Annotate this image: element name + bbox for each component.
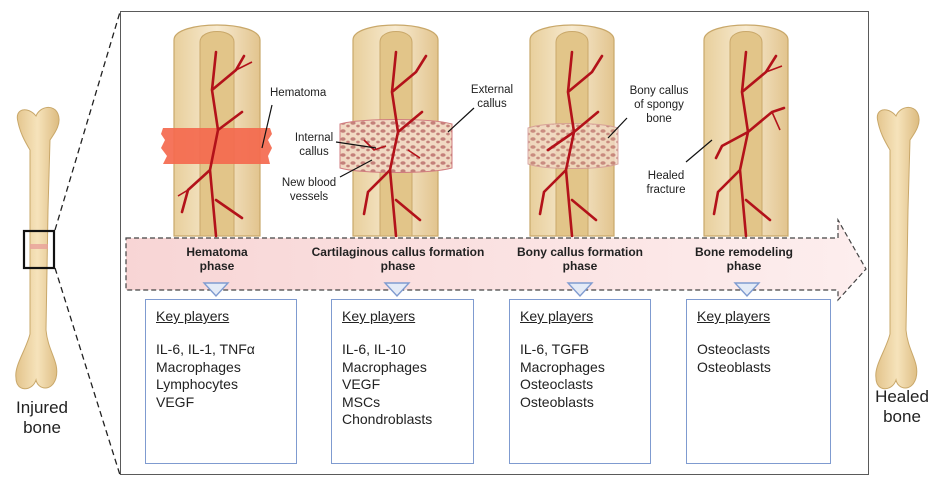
key-player-item: VEGF	[342, 376, 463, 394]
healed-bone-label: Healed bone	[874, 387, 930, 427]
injured-bone-label: Injured bone	[12, 398, 72, 438]
zoom-line-top	[55, 12, 120, 230]
external-callus-annotation: External callus	[463, 83, 521, 111]
hematoma-annotation: Hematoma	[270, 86, 340, 100]
key-players-heading: Key players	[156, 308, 286, 324]
phase-hematoma-label: Hematoma phase	[168, 245, 266, 273]
bone-section-bony-callus	[528, 25, 618, 236]
phase-bony-callus-label: Bony callus formation phase	[506, 245, 654, 273]
key-player-item: Lymphocytes	[156, 376, 286, 394]
bone-section-remodeling	[704, 25, 788, 236]
key-players-heading: Key players	[342, 308, 463, 324]
key-player-item: VEGF	[156, 394, 286, 412]
key-players-box-hematoma: Key players IL-6, IL-1, TNFα Macrophages…	[145, 299, 297, 464]
key-players-box-remodeling: Key players Osteoclasts Osteoblasts	[686, 299, 831, 464]
phase-remodeling-label: Bone remodeling phase	[680, 245, 808, 273]
key-player-item: MSCs	[342, 394, 463, 412]
bony-callus-spongy-annotation: Bony callus of spongy bone	[626, 84, 692, 126]
key-player-item: Osteoclasts	[697, 341, 820, 359]
key-player-item: Osteoblasts	[520, 394, 640, 412]
phase-cartilaginous-label: Cartilaginous callus formation phase	[298, 245, 498, 273]
key-player-item: Osteoclasts	[520, 376, 640, 394]
zoom-line-bottom	[55, 268, 120, 475]
bone-section-hematoma	[161, 25, 272, 236]
key-players-box-bony-callus: Key players IL-6, TGFB Macrophages Osteo…	[509, 299, 651, 464]
bone-section-cartilaginous	[340, 25, 452, 236]
key-player-item: Macrophages	[156, 359, 286, 377]
healed-fracture-annotation: Healed fracture	[640, 169, 692, 197]
healed-bone-image	[876, 107, 919, 388]
injured-bone-image	[16, 107, 59, 388]
key-players-heading: Key players	[697, 308, 820, 324]
key-players-box-cartilaginous: Key players IL-6, IL-10 Macrophages VEGF…	[331, 299, 474, 464]
key-player-item: IL-6, IL-1, TNFα	[156, 341, 286, 359]
key-player-item: IL-6, IL-10	[342, 341, 463, 359]
key-players-heading: Key players	[520, 308, 640, 324]
key-player-item: IL-6, TGFB	[520, 341, 640, 359]
key-player-item: Osteoblasts	[697, 359, 820, 377]
internal-callus-annotation: Internal callus	[290, 131, 338, 159]
new-blood-vessels-annotation: New blood vessels	[276, 176, 342, 204]
key-player-item: Macrophages	[520, 359, 640, 377]
key-player-item: Macrophages	[342, 359, 463, 377]
key-player-item: Chondroblasts	[342, 411, 463, 429]
